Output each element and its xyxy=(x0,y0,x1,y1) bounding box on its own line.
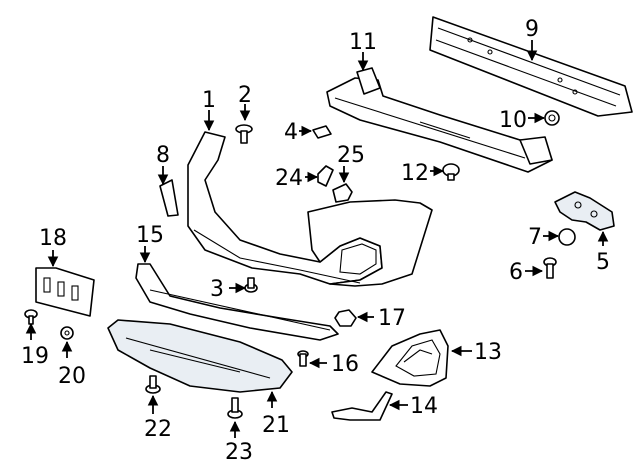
part-1-bumper-fascia xyxy=(187,131,433,287)
callout-7: 7 xyxy=(528,225,542,250)
callout-11: 11 xyxy=(349,30,377,55)
part-2-push-pin xyxy=(235,124,253,144)
part-16-push-pin xyxy=(297,350,309,367)
callout-20: 20 xyxy=(58,364,86,389)
part-6-screw xyxy=(543,257,557,279)
part-11-energy-absorber xyxy=(326,67,553,173)
callout-6: 6 xyxy=(509,260,523,285)
part-22-bolt xyxy=(145,375,161,394)
callout-4: 4 xyxy=(284,120,298,145)
callout-9: 9 xyxy=(525,17,539,42)
part-3-push-pin xyxy=(244,277,258,293)
callout-25: 25 xyxy=(337,143,365,168)
part-7-grommet xyxy=(558,228,576,246)
part-21-underbody-shield xyxy=(107,319,293,393)
callout-23: 23 xyxy=(225,440,253,465)
callout-21: 21 xyxy=(262,413,290,438)
part-13-fog-lamp-bezel xyxy=(371,329,449,387)
callout-3: 3 xyxy=(210,277,224,302)
part-14-trim-strip xyxy=(331,391,393,421)
callout-16: 16 xyxy=(331,352,359,377)
callout-5: 5 xyxy=(596,250,610,275)
callout-24: 24 xyxy=(275,166,303,191)
part-19-push-pin xyxy=(24,309,38,325)
leader-lines xyxy=(25,40,609,438)
callout-labels: 1 2 3 4 5 6 7 8 9 10 11 12 13 14 15 16 1… xyxy=(21,17,610,465)
callout-13: 13 xyxy=(474,340,502,365)
part-23-bolt xyxy=(227,397,243,419)
callout-14: 14 xyxy=(410,394,438,419)
callout-15: 15 xyxy=(136,223,164,248)
callout-10: 10 xyxy=(499,108,527,133)
callout-22: 22 xyxy=(144,417,172,442)
part-5-side-bracket xyxy=(554,191,615,231)
part-24-bracket xyxy=(317,165,334,187)
part-18-plate-bracket xyxy=(35,267,95,317)
callout-12: 12 xyxy=(401,161,429,186)
callout-18: 18 xyxy=(39,226,67,251)
part-4-clip xyxy=(312,125,332,139)
callout-19: 19 xyxy=(21,344,49,369)
part-12-bolt xyxy=(442,163,460,181)
part-20-screw xyxy=(60,326,74,340)
part-9-reinforcement-beam xyxy=(429,16,633,117)
callout-8: 8 xyxy=(156,143,170,168)
callout-1: 1 xyxy=(202,88,216,113)
callout-17: 17 xyxy=(378,306,406,331)
callout-2: 2 xyxy=(238,83,252,108)
part-25-bracket xyxy=(332,183,353,203)
part-8-side-bracket xyxy=(159,179,179,217)
part-15-lower-deflector xyxy=(135,263,339,341)
part-17-nut xyxy=(334,309,357,327)
part-10-nut xyxy=(544,110,560,126)
